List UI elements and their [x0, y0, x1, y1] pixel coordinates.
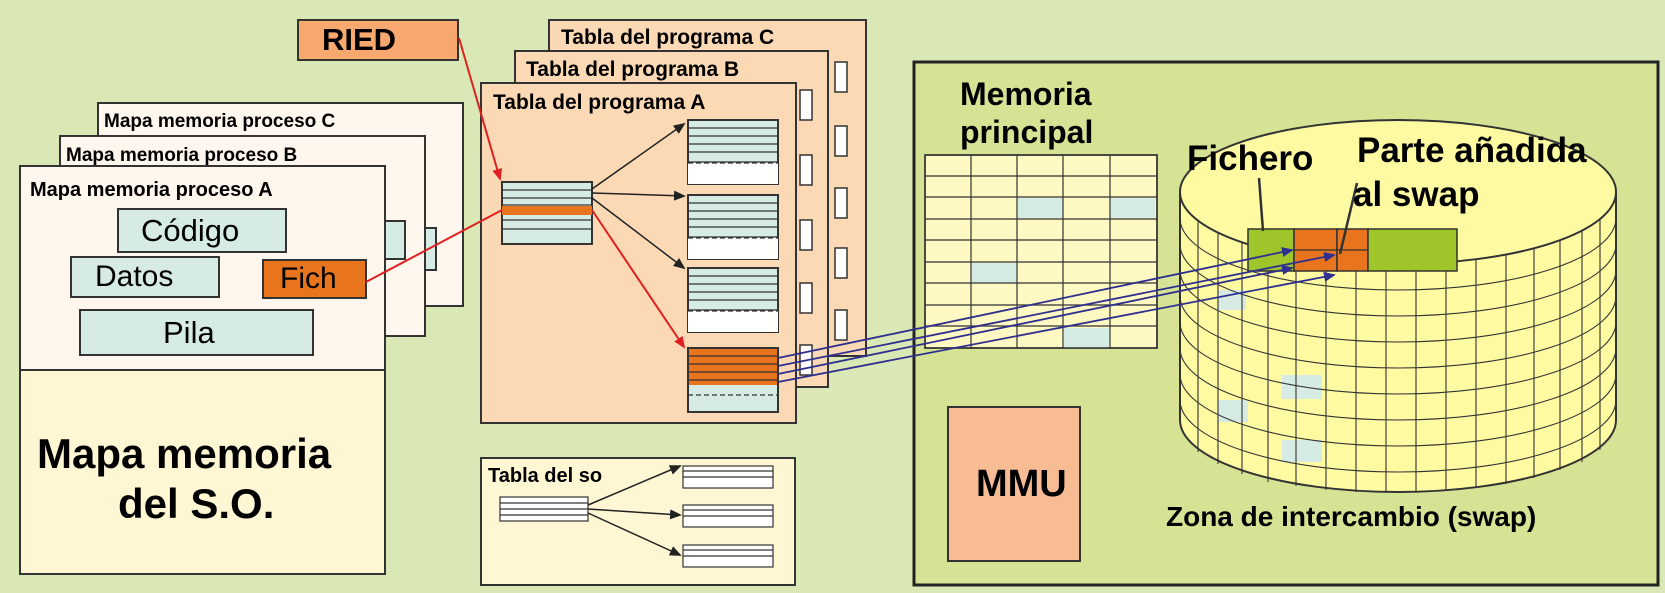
pila-label: Pila: [163, 315, 215, 350]
mmu-label: MMU: [976, 463, 1067, 505]
fich-box: [262, 259, 367, 299]
process-map-a: [19, 165, 386, 575]
so-table: [480, 457, 796, 586]
program-table-a: [480, 82, 797, 424]
process-b-title: Mapa memoria proceso B: [66, 145, 298, 166]
ried-label: RIED: [322, 22, 397, 57]
hardware-panel: [912, 60, 1660, 587]
root-table: [501, 181, 593, 245]
program-a-title: Tabla del programa A: [493, 91, 706, 114]
codigo-label: Código: [141, 213, 240, 248]
memoria-line1: Memoria: [960, 76, 1092, 112]
memoria-line2: principal: [960, 114, 1094, 150]
so-table-title: Tabla del so: [488, 465, 603, 487]
sub-table-4: [687, 347, 779, 413]
fichero-label: Fichero: [1187, 139, 1314, 178]
swap-arrows: [777, 247, 1336, 383]
program-c-title: Tabla del programa C: [561, 26, 775, 49]
process-c-title: Mapa memoria proceso C: [104, 111, 336, 132]
mmu-box: [947, 406, 1081, 562]
pila-box: [79, 309, 314, 356]
datos-box: [70, 256, 220, 298]
sub-table-1: [687, 119, 779, 185]
sub-table-2: [687, 194, 779, 260]
sub-table-3: [687, 267, 779, 333]
red-arrows: [365, 37, 686, 349]
so-map-line2: del S.O.: [118, 480, 275, 527]
codigo-box: [117, 208, 287, 253]
program-b-title: Tabla del programa B: [526, 58, 740, 81]
datos-label: Datos: [95, 260, 174, 293]
parte-anadida-line2: al swap: [1353, 175, 1480, 214]
page-table-arrows: [591, 122, 686, 270]
swap-zone-label: Zona de intercambio (swap): [1166, 501, 1537, 532]
process-a-title: Mapa memoria proceso A: [30, 179, 273, 201]
so-map-line1: Mapa memoria: [37, 430, 332, 477]
fich-label: Fich: [280, 262, 337, 295]
parte-anadida-line1: Parte añadida: [1357, 131, 1587, 170]
ried-box: [297, 19, 459, 61]
